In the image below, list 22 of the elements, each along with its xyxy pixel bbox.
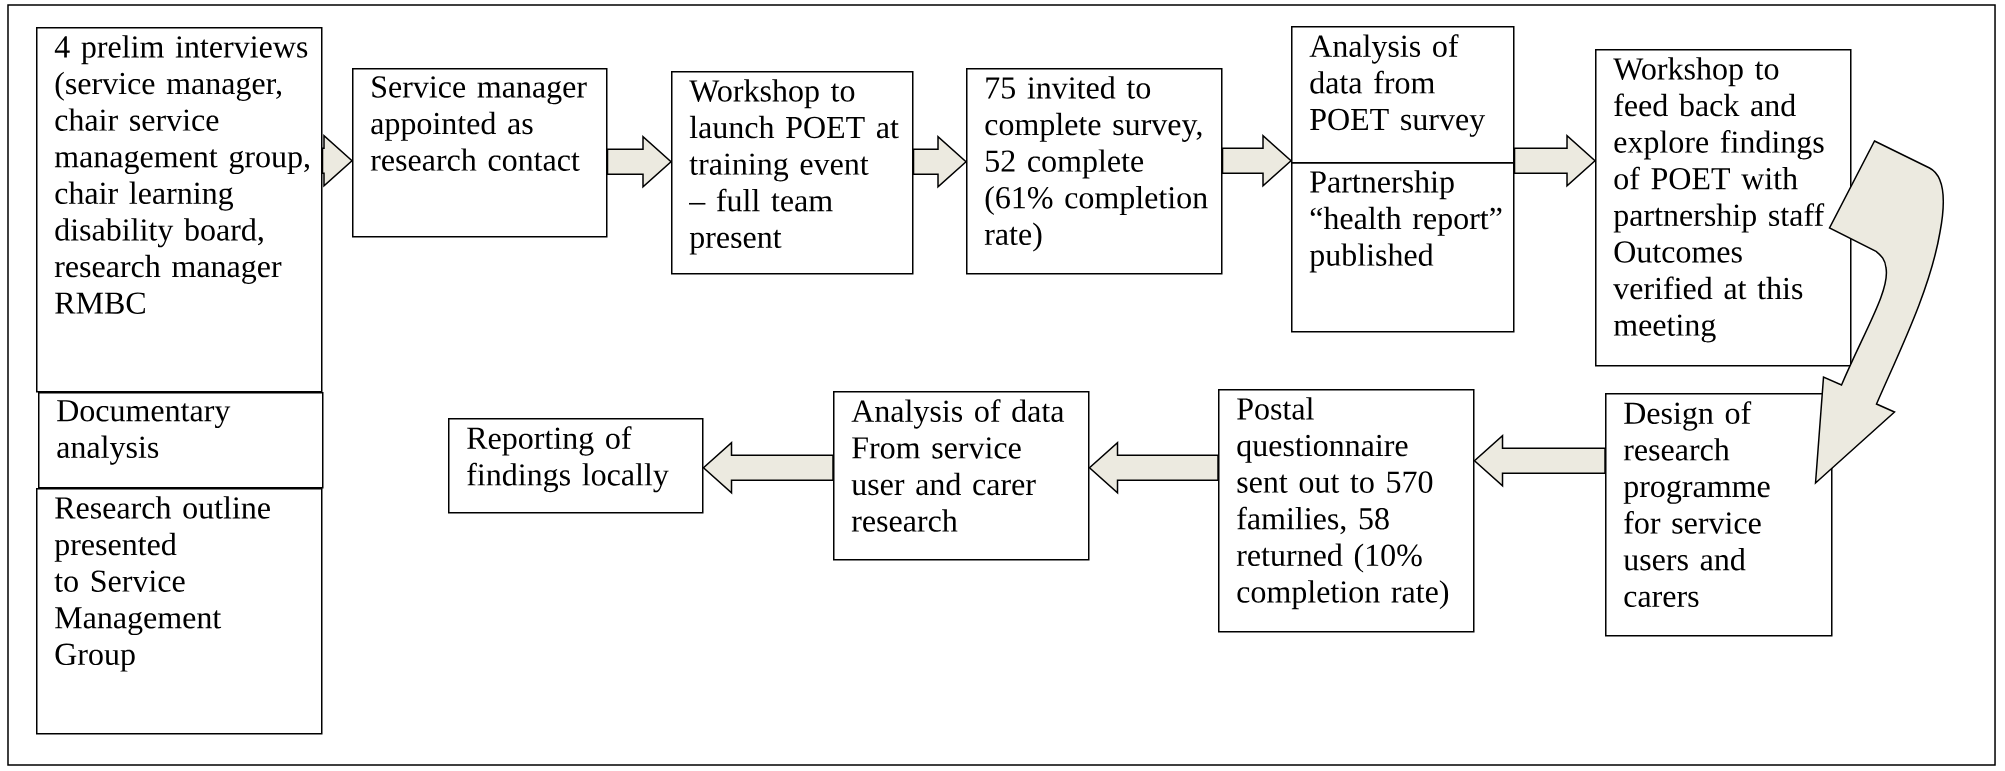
process-box: Workshop to launch POET at training event – full team present <box>671 71 914 275</box>
process-box: Analysis of data From service user and carer research <box>833 391 1090 561</box>
block-arrow <box>1221 134 1293 188</box>
block-arrow <box>1513 134 1597 188</box>
process-box: Analysis of data from POET survey <box>1291 26 1515 164</box>
process-box: Partnership “health report” published <box>1291 162 1515 333</box>
process-box: Reporting of findings locally <box>448 418 704 514</box>
block-arrow <box>321 134 354 188</box>
block-arrow <box>1473 434 1606 488</box>
process-box: Design of research programme for service users and carers <box>1605 393 1833 637</box>
process-box: Documentary analysis <box>38 392 324 489</box>
process-box: 75 invited to complete survey, 52 complete (61% completion rate) <box>966 68 1223 275</box>
block-arrow <box>912 135 968 189</box>
process-box: Postal questionnaire sent out to 570 families, 58 returned (10% completion rate) <box>1218 389 1475 633</box>
curved-arrow <box>1814 140 1945 484</box>
block-arrow <box>702 441 834 495</box>
block-arrow <box>1088 441 1219 495</box>
process-box: Service manager appointed as research contact <box>352 68 608 238</box>
process-box: 4 prelim interviews (service manager, chair service management group, chair learning disability board, research manager RMBC <box>36 27 323 393</box>
process-box: Research outline presented to Service Management Group <box>36 488 323 735</box>
process-box: Workshop to feed back and explore findings of POET with partnership staff Outcomes verified at this meeting <box>1595 49 1852 367</box>
block-arrow <box>606 135 673 189</box>
